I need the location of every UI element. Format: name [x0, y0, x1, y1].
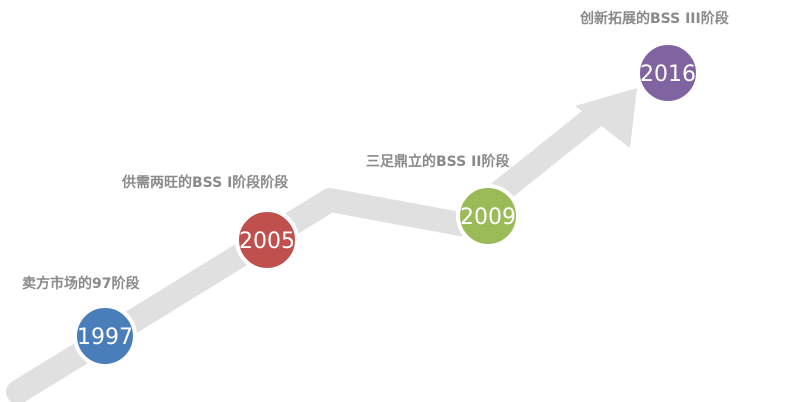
- stage-label-2005: 供需两旺的BSS I阶段阶段: [122, 175, 289, 191]
- timeline-arrow-head: [575, 88, 637, 148]
- milestone-circle: [73, 304, 137, 368]
- stage-label-1997: 卖方市场的97阶段: [22, 276, 140, 292]
- milestone-circle: [235, 208, 299, 272]
- milestone-2009: 2009: [456, 184, 520, 248]
- stage-label-2016: 创新拓展的BSS III阶段: [580, 11, 729, 27]
- milestone-year: 2016: [640, 62, 696, 87]
- milestone-year: 2005: [239, 229, 295, 254]
- milestone-year: 2009: [460, 205, 516, 230]
- milestone-2016: 2016: [636, 41, 700, 105]
- milestone-1997: 1997: [73, 304, 137, 368]
- stage-label-2009: 三足鼎立的BSS II阶段: [366, 154, 510, 170]
- milestone-circle: [456, 184, 520, 248]
- milestone-2005: 2005: [235, 208, 299, 272]
- timeline-arrow-shaft: [6, 100, 612, 402]
- milestone-year: 1997: [77, 325, 133, 350]
- milestone-circle: [636, 41, 700, 105]
